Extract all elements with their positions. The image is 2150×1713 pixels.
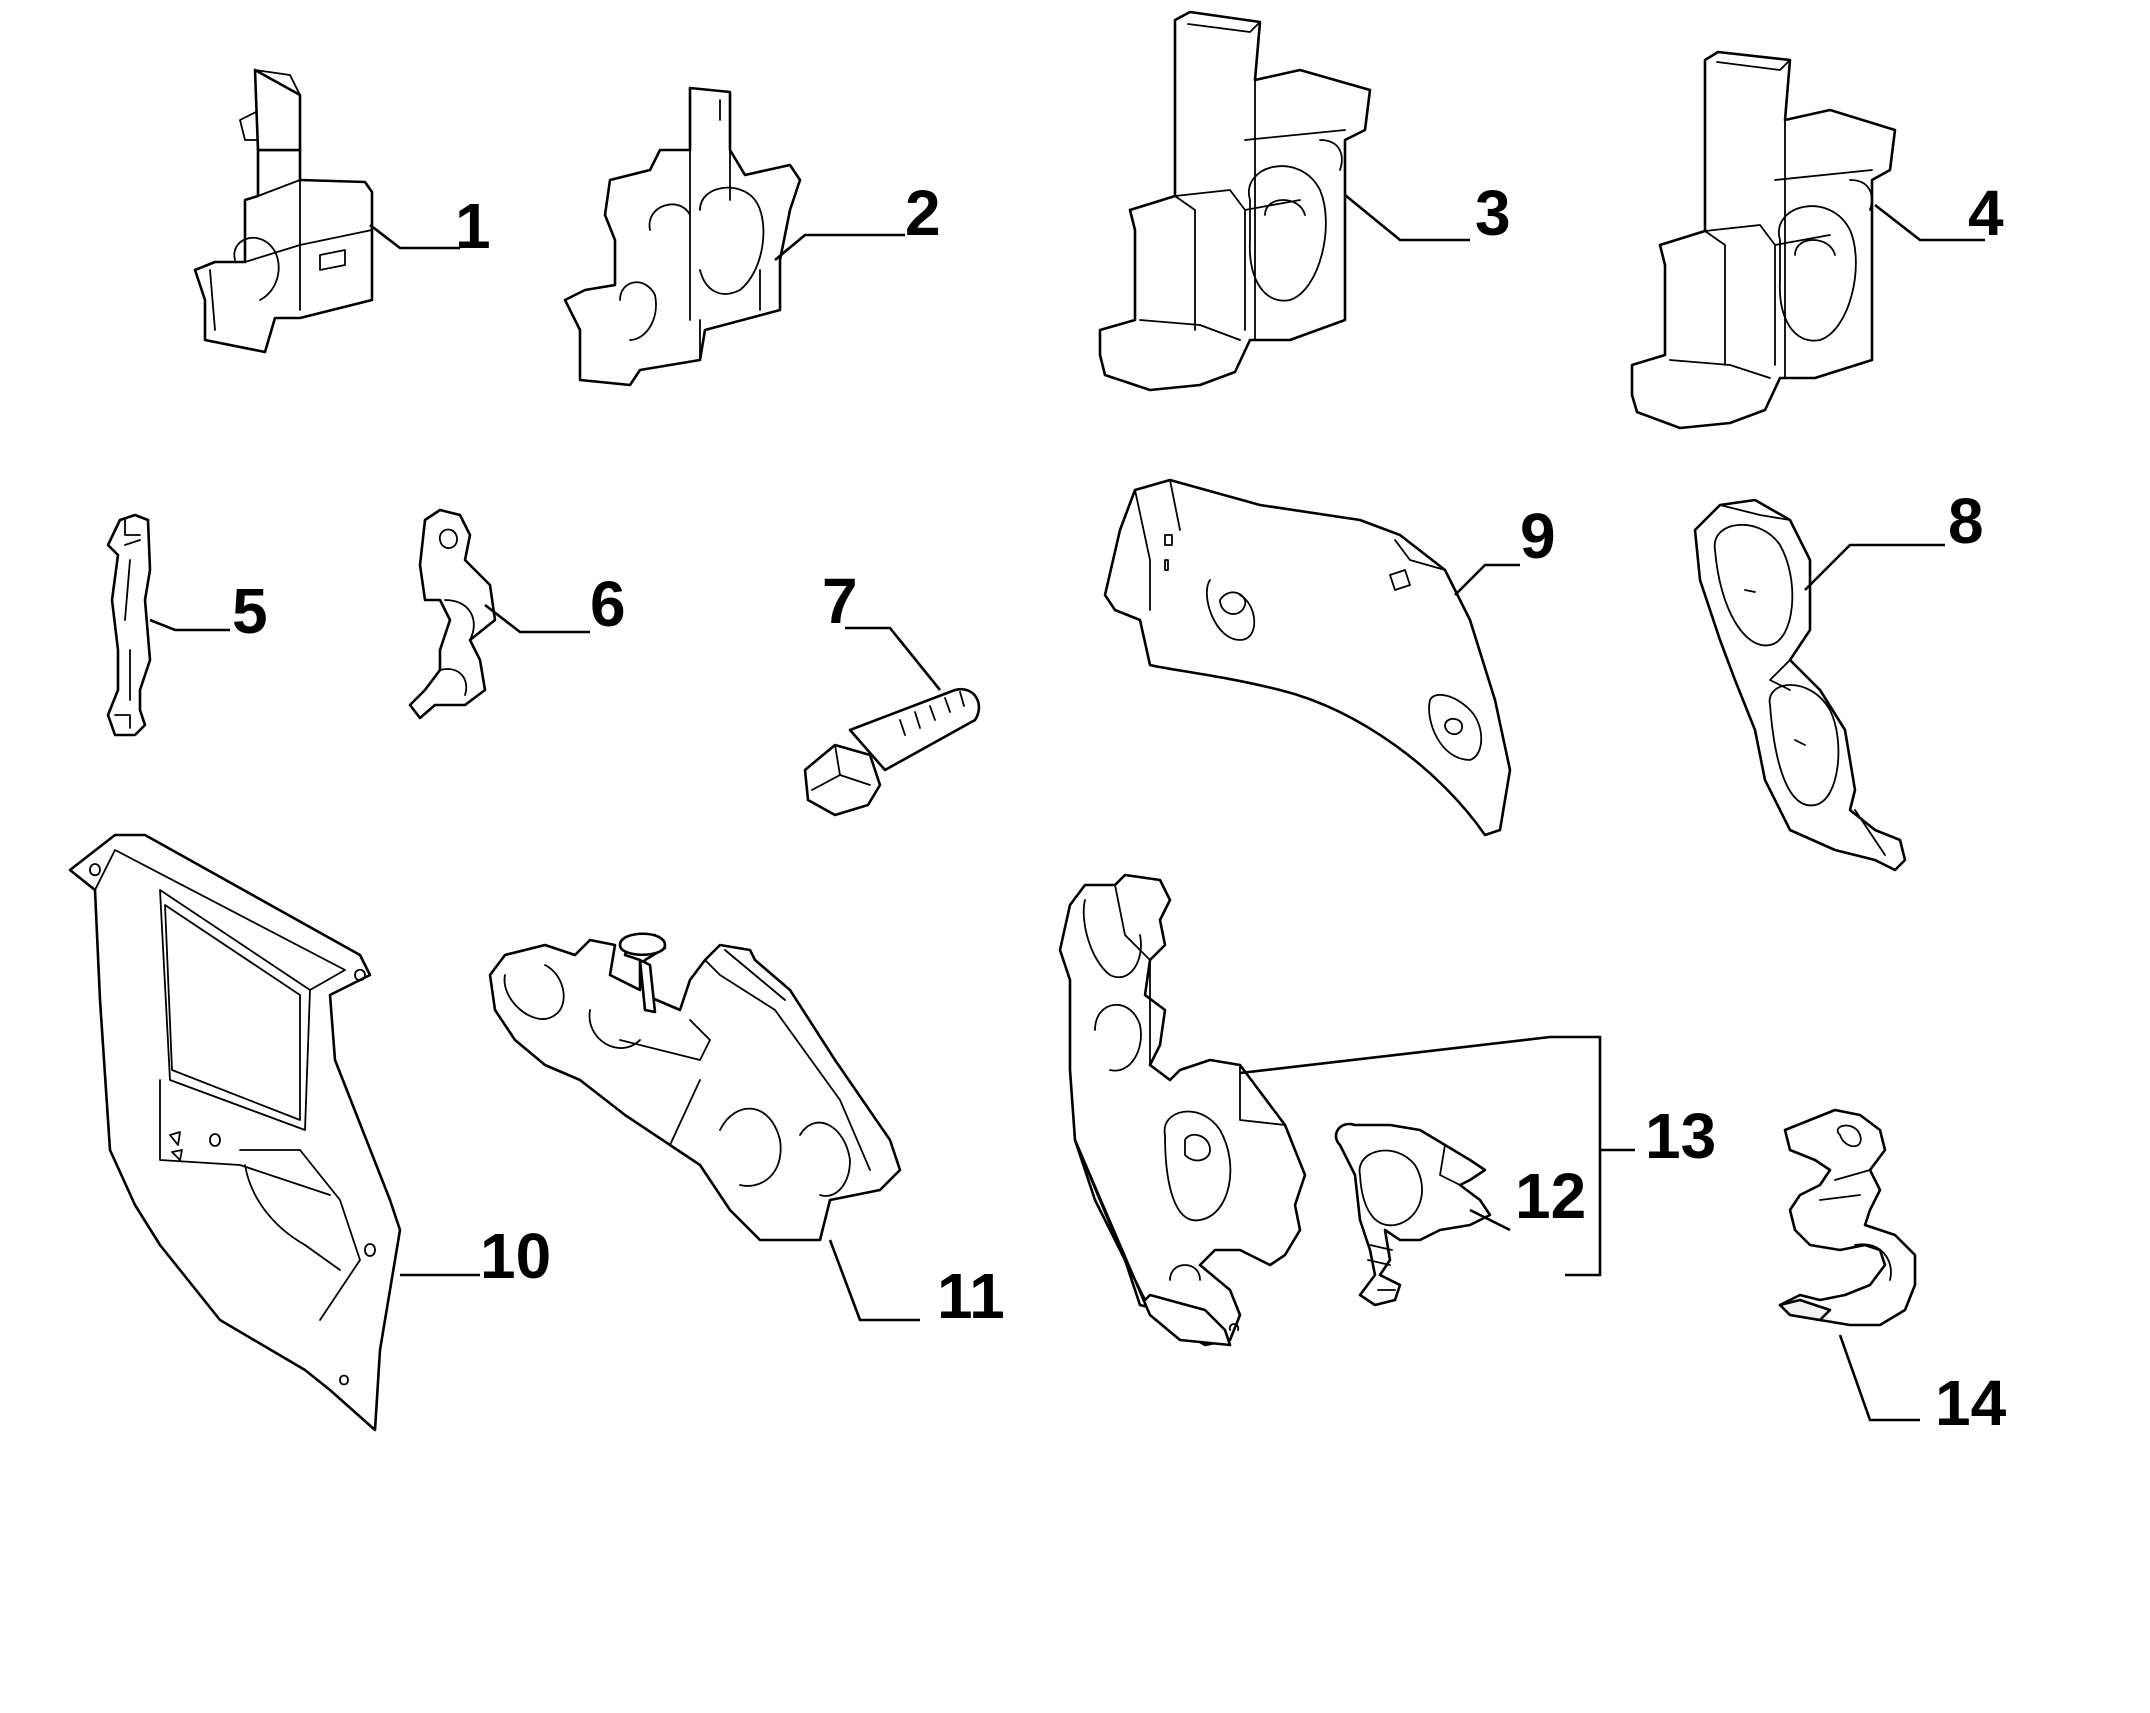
- leader-13: [1239, 1035, 1635, 1277]
- leader-11: [828, 1239, 920, 1322]
- leader-6: [484, 603, 590, 634]
- part-7-hex-bolt[interactable]: [803, 687, 981, 817]
- leader-4: [1874, 203, 1985, 242]
- leader-1: [369, 223, 460, 250]
- leader-8: [1804, 543, 1945, 591]
- leader-lines: [149, 193, 1985, 1422]
- part-9-shield-plate[interactable]: [1103, 478, 1512, 837]
- leader-2: [774, 233, 905, 261]
- part-4-large-bracket-clip[interactable]: [1630, 50, 1897, 430]
- part-6-curved-strap-bracket[interactable]: [408, 508, 497, 720]
- part-11-pipe-clamp[interactable]: [488, 932, 902, 1242]
- part-1-single-pipe-clip[interactable]: [193, 68, 374, 354]
- leader-7: [845, 626, 942, 691]
- callout-12: 12: [1515, 1160, 1586, 1232]
- callout-8: 8: [1948, 485, 1984, 557]
- part-12-clamp-clip[interactable]: [1334, 1122, 1492, 1307]
- part-13-multi-clip-bracket[interactable]: [1058, 873, 1307, 1347]
- leader-14: [1838, 1334, 1920, 1422]
- callout-11: 11: [937, 1260, 1005, 1332]
- part-14-double-loop-clip[interactable]: [1778, 1108, 1917, 1327]
- leader-12: [1469, 1208, 1511, 1232]
- callout-9: 9: [1520, 500, 1556, 572]
- leader-5: [149, 618, 230, 632]
- callout-1: 1: [455, 190, 491, 262]
- callout-13: 13: [1645, 1100, 1716, 1172]
- part-3-large-bracket-clip[interactable]: [1098, 10, 1372, 392]
- part-8-double-ring-clip[interactable]: [1693, 498, 1907, 872]
- callout-2: 2: [905, 177, 941, 249]
- callout-14: 14: [1935, 1367, 2007, 1439]
- callout-10: 10: [480, 1220, 551, 1292]
- callout-3: 3: [1475, 177, 1511, 249]
- callout-4: 4: [1968, 177, 2004, 249]
- part-5-strap-bracket[interactable]: [106, 513, 152, 737]
- leader-9: [1454, 563, 1520, 596]
- part-10-mounting-bracket[interactable]: [68, 833, 402, 1432]
- callout-labels: 1 2 3 4 5 6 7 8 9 10 11 12 13 14: [232, 177, 2007, 1439]
- callout-6: 6: [590, 568, 626, 640]
- callout-5: 5: [232, 575, 268, 647]
- callout-7: 7: [822, 565, 858, 637]
- part-2-double-pipe-clip[interactable]: [563, 86, 802, 387]
- leader-3: [1344, 193, 1470, 242]
